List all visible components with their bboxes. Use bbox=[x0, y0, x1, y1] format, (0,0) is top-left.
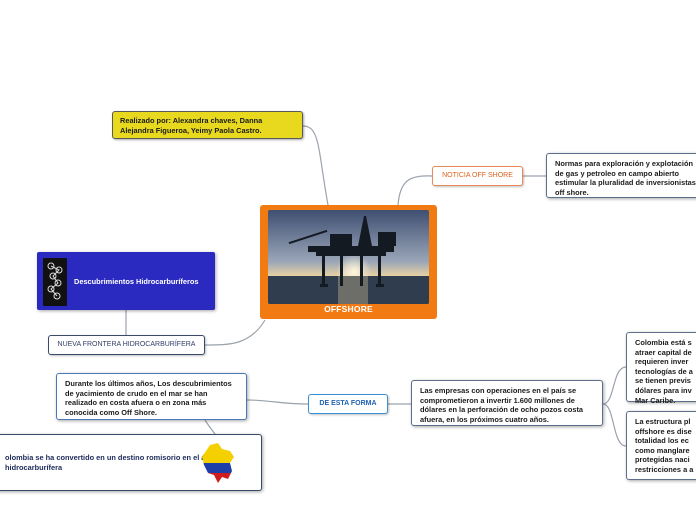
author-node[interactable]: Realizado por: Alexandra chaves, Danna A… bbox=[112, 111, 303, 139]
estructura-node[interactable]: La estructura pl offshore es dise totali… bbox=[626, 411, 696, 480]
estructura-text: La estructura pl offshore es dise totali… bbox=[635, 417, 694, 474]
descubrimientos-node[interactable]: Descubrimientos Hidrocarburíferos bbox=[37, 252, 215, 310]
durante-text: Durante los últimos años, Los descubrimi… bbox=[65, 379, 232, 417]
central-topic-label: OFFSHORE bbox=[324, 304, 373, 314]
descubrimientos-label: Descubrimientos Hidrocarburíferos bbox=[74, 277, 199, 286]
molecule-icon bbox=[43, 258, 67, 306]
nueva-frontera-node[interactable]: NUEVA FRONTERA HIDROCARBURÍFERA bbox=[48, 335, 205, 355]
noticia-offshore-node[interactable]: NOTICIA OFF SHORE bbox=[432, 166, 523, 186]
durante-node[interactable]: Durante los últimos años, Los descubrimi… bbox=[56, 373, 247, 420]
normas-text: Normas para exploración y explotación de… bbox=[555, 159, 696, 197]
empresas-node[interactable]: Las empresas con operaciones en el país … bbox=[411, 380, 603, 426]
colombia-flag-map-icon bbox=[200, 443, 236, 488]
colombia-esta-node[interactable]: Colombia está s atraer capital de requie… bbox=[626, 332, 696, 405]
offshore-platform-image bbox=[268, 210, 429, 304]
normas-node[interactable]: Normas para exploración y explotación de… bbox=[546, 153, 696, 198]
central-topic[interactable]: OFFSHORE bbox=[260, 205, 437, 319]
colombia-esta-text: Colombia está s atraer capital de requie… bbox=[635, 338, 693, 405]
empresas-text: Las empresas con operaciones en el país … bbox=[420, 386, 584, 424]
destino-text: olombia se ha convertido en un destino r… bbox=[5, 453, 217, 472]
de-esta-forma-node[interactable]: DE ESTA FORMA bbox=[308, 394, 388, 414]
author-text: Realizado por: Alexandra chaves, Danna A… bbox=[120, 116, 263, 135]
